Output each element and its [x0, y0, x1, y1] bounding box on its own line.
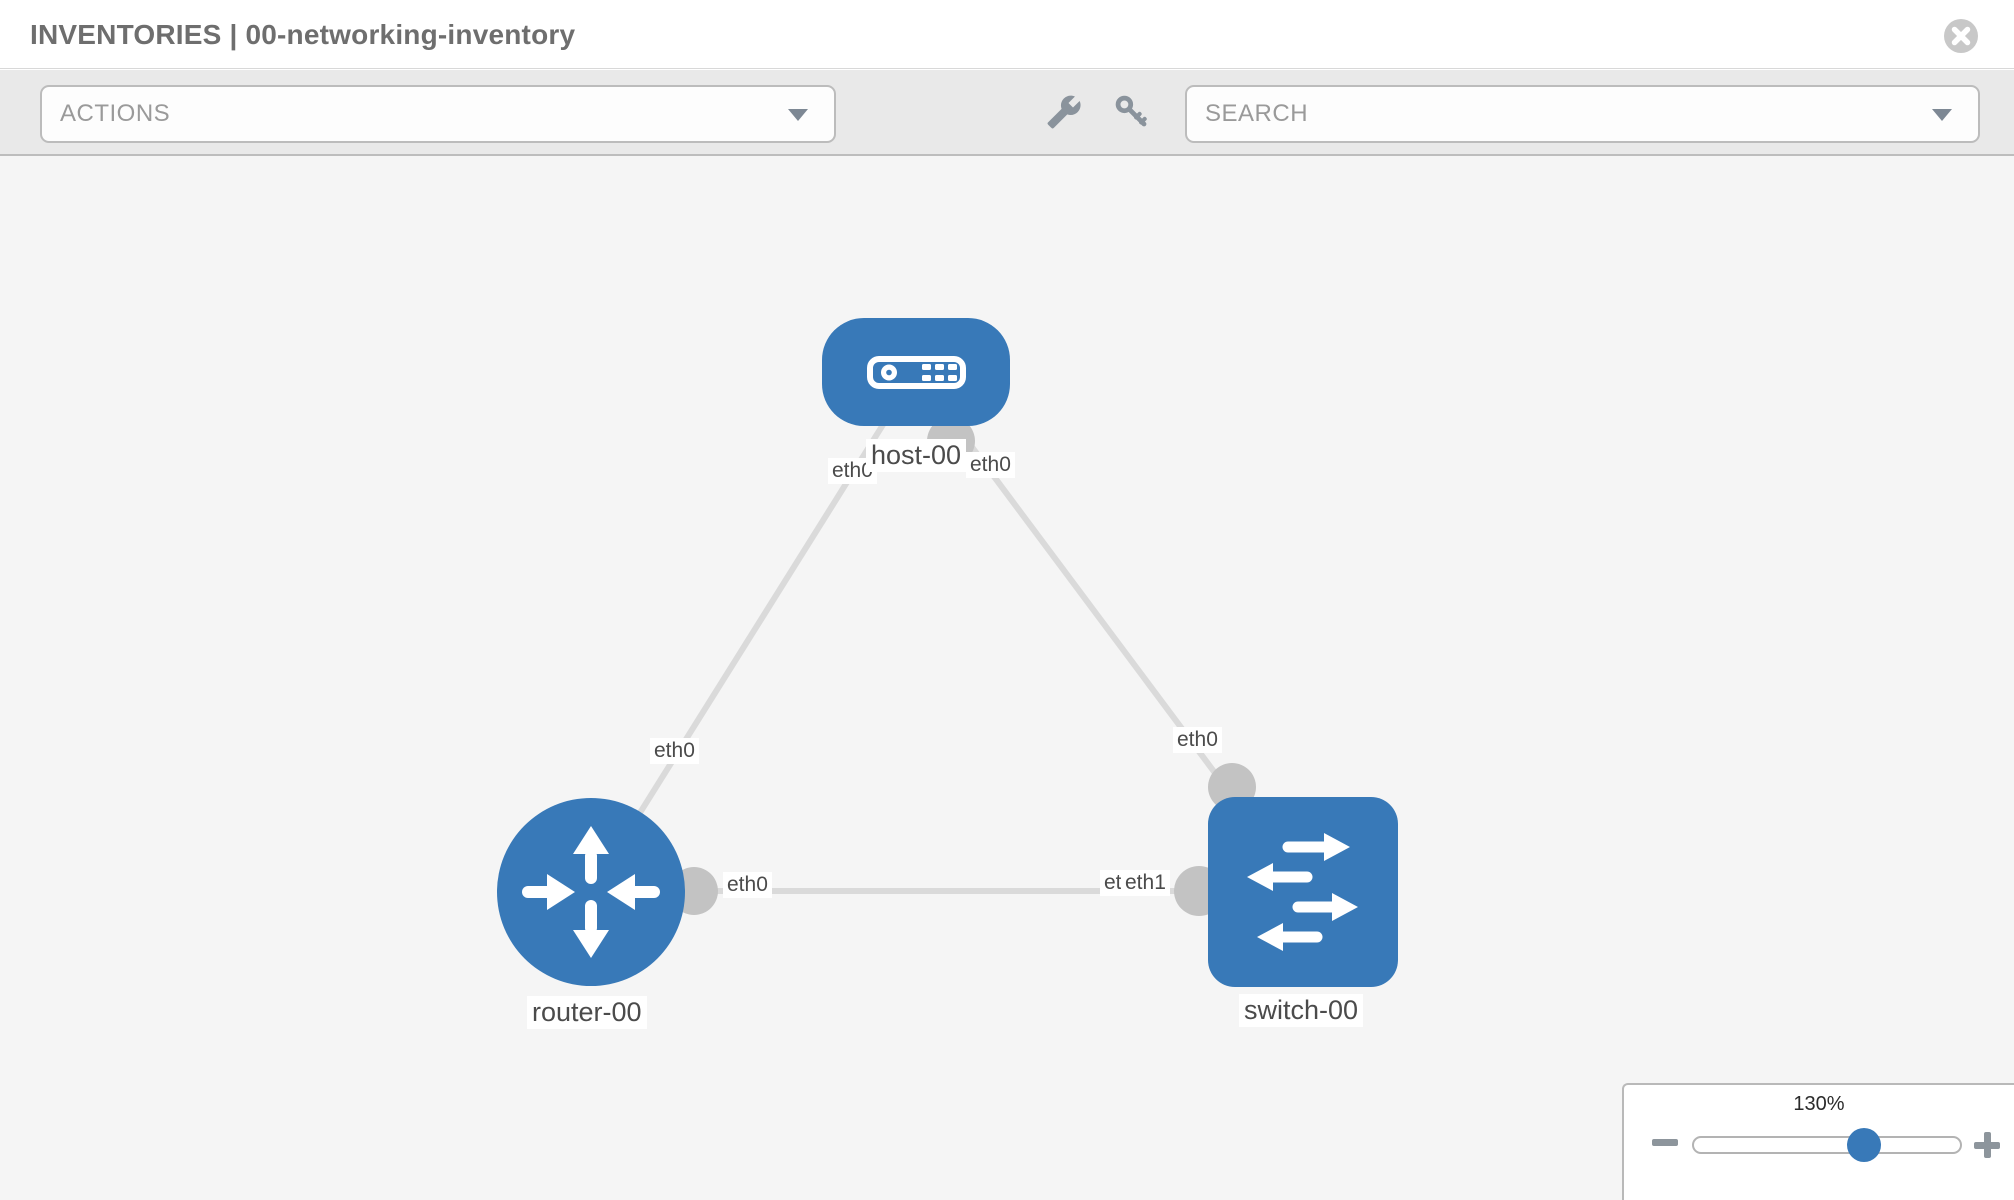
iface-label-router-eth0-right: eth0	[723, 872, 772, 898]
x-circle-icon	[1944, 19, 1978, 53]
zoom-control-panel: 130%	[1622, 1083, 2014, 1200]
toolbar: ACTIONS SEARCH	[0, 70, 2014, 156]
chevron-down-icon	[788, 109, 808, 121]
credentials-button[interactable]	[1112, 93, 1152, 133]
window-titlebar: INVENTORIES | 00-networking-inventory	[0, 0, 2014, 69]
iface-label-router-eth0-top: eth0	[650, 738, 699, 764]
key-icon	[1115, 95, 1147, 127]
router-icon	[522, 826, 660, 958]
topology-canvas[interactable]	[0, 156, 2014, 1200]
iface-label-host-eth0-right: eth0	[966, 452, 1015, 478]
wrench-icon	[1047, 95, 1081, 128]
zoom-out-button[interactable]	[1652, 1139, 1678, 1146]
host-icon	[866, 355, 966, 389]
zoom-level-value: 130%	[1793, 1093, 1845, 1115]
zoom-slider-track[interactable]	[1692, 1136, 1962, 1154]
zoom-slider-knob[interactable]	[1847, 1128, 1881, 1162]
node-host-00[interactable]	[822, 318, 1010, 426]
zoom-in-button[interactable]	[1974, 1132, 2000, 1158]
node-switch-00[interactable]	[1208, 797, 1398, 987]
node-router-00[interactable]	[497, 798, 685, 986]
node-label-router-00: router-00	[527, 996, 647, 1029]
chevron-down-icon	[1932, 109, 1952, 121]
iface-label-switch-eth1: eth1	[1121, 870, 1170, 896]
node-label-switch-00: switch-00	[1239, 994, 1364, 1027]
close-button[interactable]	[1943, 18, 1979, 54]
search-dropdown[interactable]: SEARCH	[1185, 85, 1980, 143]
search-dropdown-label: SEARCH	[1205, 100, 1309, 127]
switch-icon	[1247, 833, 1358, 951]
page-title: INVENTORIES | 00-networking-inventory	[30, 19, 576, 50]
plus-icon	[1984, 1132, 1991, 1158]
actions-dropdown[interactable]: ACTIONS	[40, 85, 836, 143]
configure-button[interactable]	[1044, 93, 1084, 133]
iface-label-switch-eth0-top: eth0	[1173, 727, 1222, 753]
node-label-host-00: host-00	[866, 439, 967, 472]
actions-dropdown-label: ACTIONS	[60, 100, 171, 127]
